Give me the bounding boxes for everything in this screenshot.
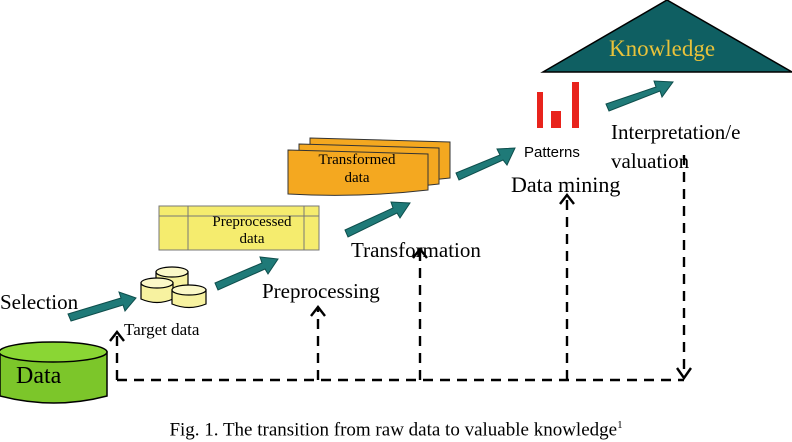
interpretation-line-1: Interpretation/e (611, 120, 741, 144)
target-cylinder-2 (140, 277, 174, 304)
stage-label-knowledge: Knowledge (609, 36, 716, 61)
target-data-cylinders (140, 266, 207, 309)
step-label-transformation: Transformation (351, 238, 481, 262)
transformed-line-1: Transformed (318, 152, 396, 168)
stage-label-transformed-data: Transformed data (296, 151, 418, 187)
arrowhead-up-data-mining (559, 193, 575, 205)
data-cylinder (0, 341, 108, 404)
stage-label-data: Data (16, 363, 62, 389)
arrow-data-mining (455, 147, 516, 181)
stage-label-preprocessed-data: Preprocessed data (188, 214, 316, 248)
patterns-bar-icon (537, 82, 579, 128)
arrowhead-down-right (676, 367, 692, 381)
stage-label-target-data: Target data (124, 320, 200, 339)
arrowhead-up-transformation (412, 247, 428, 259)
step-label-preprocessing: Preprocessing (262, 279, 380, 303)
doc-front (287, 149, 429, 196)
target-cylinder-3 (171, 284, 207, 309)
feedback-arrowheads (109, 193, 692, 381)
step-label-interpretation: Interpretation/e valuation (611, 118, 740, 176)
arrow-preprocessing (214, 256, 279, 291)
arrow-transformation (344, 201, 411, 238)
arrowhead-up-data (109, 330, 125, 342)
preprocessed-line-2: data (239, 231, 265, 247)
knowledge-roof (540, 0, 792, 73)
feedback-loop (115, 155, 686, 382)
interpretation-line-2: valuation (611, 149, 690, 173)
transformed-line-2: data (344, 170, 370, 186)
step-label-data-mining: Data mining (511, 172, 621, 197)
step-label-selection: Selection (0, 290, 79, 314)
arrowhead-up-preprocessing (310, 305, 326, 317)
preprocessed-line-1: Preprocessed (212, 214, 292, 230)
preprocessed-data-box (158, 205, 320, 251)
stage-label-patterns: Patterns (524, 144, 580, 161)
process-arrows (67, 80, 674, 322)
arrow-interpretation (605, 80, 674, 112)
caption-footnote-mark: 1 (617, 419, 623, 431)
figure-caption: Fig. 1. The transition from raw data to … (0, 419, 792, 441)
arrow-selection (67, 291, 137, 322)
transformed-data-stack (287, 137, 451, 196)
caption-text: Fig. 1. The transition from raw data to … (169, 419, 618, 441)
